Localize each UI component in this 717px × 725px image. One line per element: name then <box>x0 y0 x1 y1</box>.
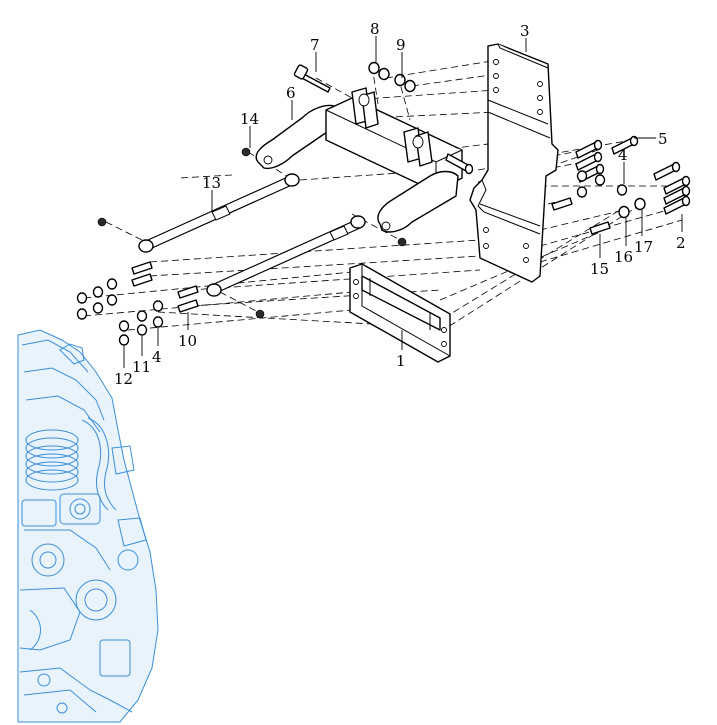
part-3-side-plate <box>469 43 559 283</box>
lower-rod <box>206 215 366 297</box>
part-14-nut <box>241 147 251 157</box>
part-6-yoke-bracket <box>255 87 463 233</box>
callout-14: 14 <box>240 110 259 128</box>
part-10-spacers <box>177 285 199 313</box>
callout-13: 13 <box>202 174 221 192</box>
part-9-nuts <box>394 73 416 93</box>
part-4-washer-right <box>616 184 628 196</box>
callout-16: 16 <box>614 248 633 266</box>
leader-lines <box>123 36 683 368</box>
part-8-washers <box>368 61 390 81</box>
callout-10: 10 <box>178 332 197 350</box>
part-15-spacer <box>589 221 611 235</box>
left-washer-group <box>76 261 153 320</box>
callout-7: 7 <box>310 36 320 54</box>
callout-4-right: 4 <box>618 146 628 164</box>
callout-3: 3 <box>520 22 530 40</box>
callout-9: 9 <box>396 36 406 54</box>
lower-left-hardware <box>118 300 164 346</box>
pin-right <box>445 153 474 175</box>
callout-1: 1 <box>396 352 406 370</box>
engine-cylinder-fins <box>25 429 79 491</box>
part-5-bolts <box>611 135 681 181</box>
callout-15: 15 <box>590 260 609 278</box>
callout-labels: 1 2 3 4 4 5 6 7 8 9 10 11 12 13 14 15 16… <box>114 20 686 388</box>
rod-end-nuts <box>97 217 407 319</box>
callout-17: 17 <box>634 238 653 256</box>
callout-6: 6 <box>286 84 296 102</box>
part-17-washer <box>634 197 646 211</box>
callout-5: 5 <box>658 130 668 148</box>
washer-column <box>551 170 606 211</box>
callout-2: 2 <box>676 234 686 252</box>
part-1-lower-bracket <box>349 263 451 363</box>
engine-outline <box>17 329 159 723</box>
part-16-washer <box>618 205 630 219</box>
part-2-bolts <box>663 175 691 215</box>
callout-11: 11 <box>132 358 151 376</box>
part-7-bolt <box>293 64 331 93</box>
callout-8: 8 <box>370 20 380 38</box>
callout-12: 12 <box>114 370 133 388</box>
callout-4-left: 4 <box>152 348 162 366</box>
part-13-upper-rod <box>138 173 300 253</box>
